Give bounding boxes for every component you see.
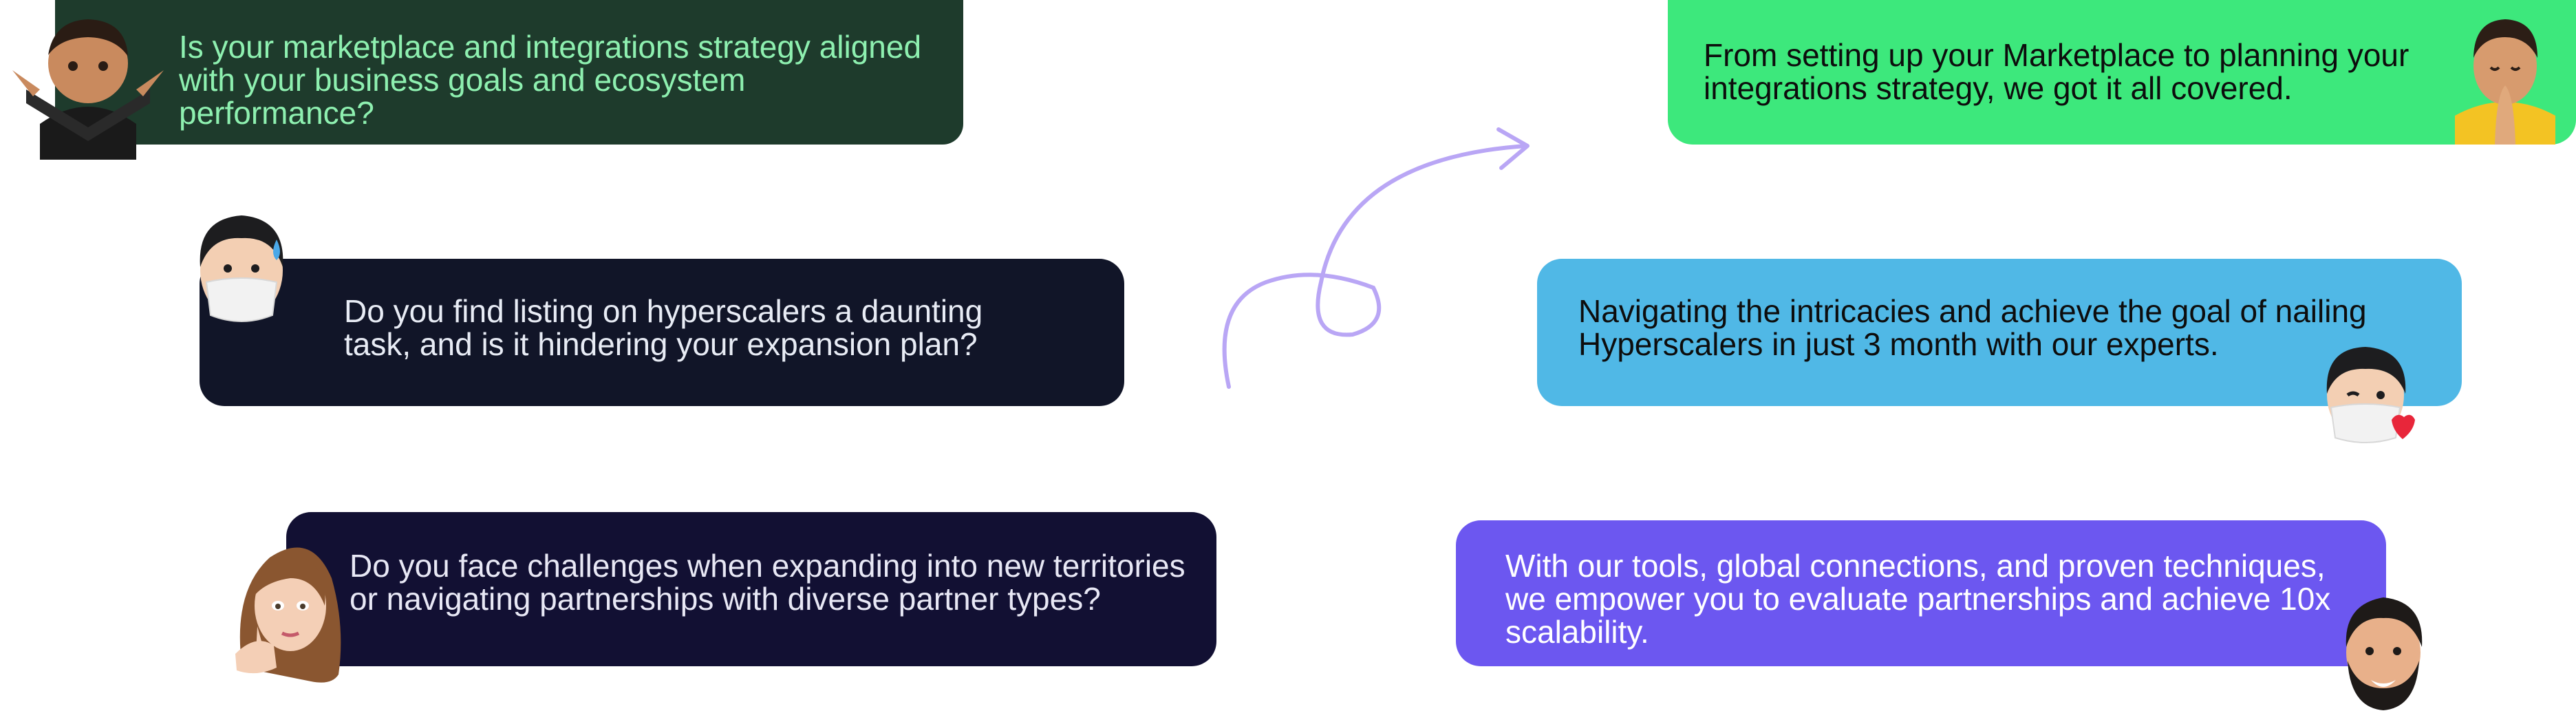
masked-winking-heart-memoji-icon (2323, 340, 2415, 447)
question-3-text: Do you face challenges when expanding in… (350, 548, 1185, 617)
answer-bubble-3: With our tools, global connections, and … (1456, 520, 2386, 666)
question-bubble-1: Is your marketplace and integrations str… (55, 0, 963, 145)
question-bubble-2: Do you find listing on hyperscalers a da… (200, 259, 1124, 406)
answer-bubble-1: From setting up your Marketplace to plan… (1668, 0, 2576, 145)
praying-memoji-icon (2455, 12, 2555, 145)
crossed-arms-memoji-icon (12, 7, 164, 160)
masked-sweating-memoji-icon (197, 205, 293, 329)
thinking-woman-memoji-icon (228, 530, 345, 686)
question-bubble-3: Do you face challenges when expanding in… (286, 512, 1216, 666)
answer-bubble-2: Navigating the intricacies and achieve t… (1537, 259, 2462, 406)
answer-2-text: Navigating the intricacies and achieve t… (1578, 293, 2367, 362)
answer-1-text: From setting up your Marketplace to plan… (1704, 37, 2409, 106)
bearded-memoji-icon (2334, 592, 2433, 716)
question-2-text: Do you find listing on hyperscalers a da… (344, 293, 983, 362)
curly-arrow-icon (1222, 127, 1530, 389)
answer-3-text: With our tools, global connections, and … (1505, 548, 2331, 650)
question-1-text: Is your marketplace and integrations str… (179, 29, 922, 131)
